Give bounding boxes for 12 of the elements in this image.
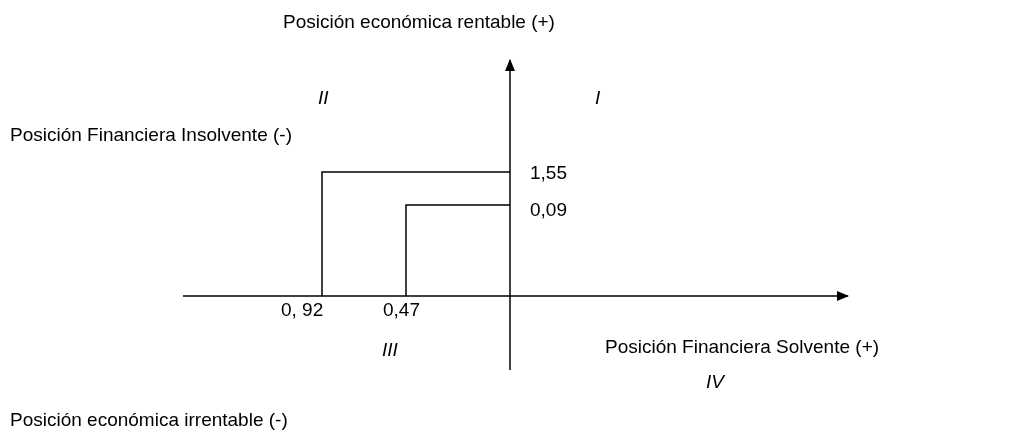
- axis-label: 0, 92: [281, 298, 324, 322]
- quadrant-label: III: [382, 338, 398, 362]
- axis-label: Posición Financiera Insolvente (-): [10, 123, 292, 147]
- axis-label: 0,47: [383, 298, 420, 322]
- quadrant-label: II: [318, 86, 329, 110]
- quadrant-label: IV: [706, 370, 724, 394]
- axis-label: Posición económica irrentable (-): [10, 408, 288, 432]
- quadrant-label: I: [595, 86, 601, 110]
- axis-label: Posición Financiera Solvente (+): [605, 335, 880, 359]
- axis-label: 0,09: [530, 198, 567, 222]
- axis-label: 1,55: [530, 161, 567, 185]
- axis-label: Posición económica rentable (+): [283, 10, 555, 34]
